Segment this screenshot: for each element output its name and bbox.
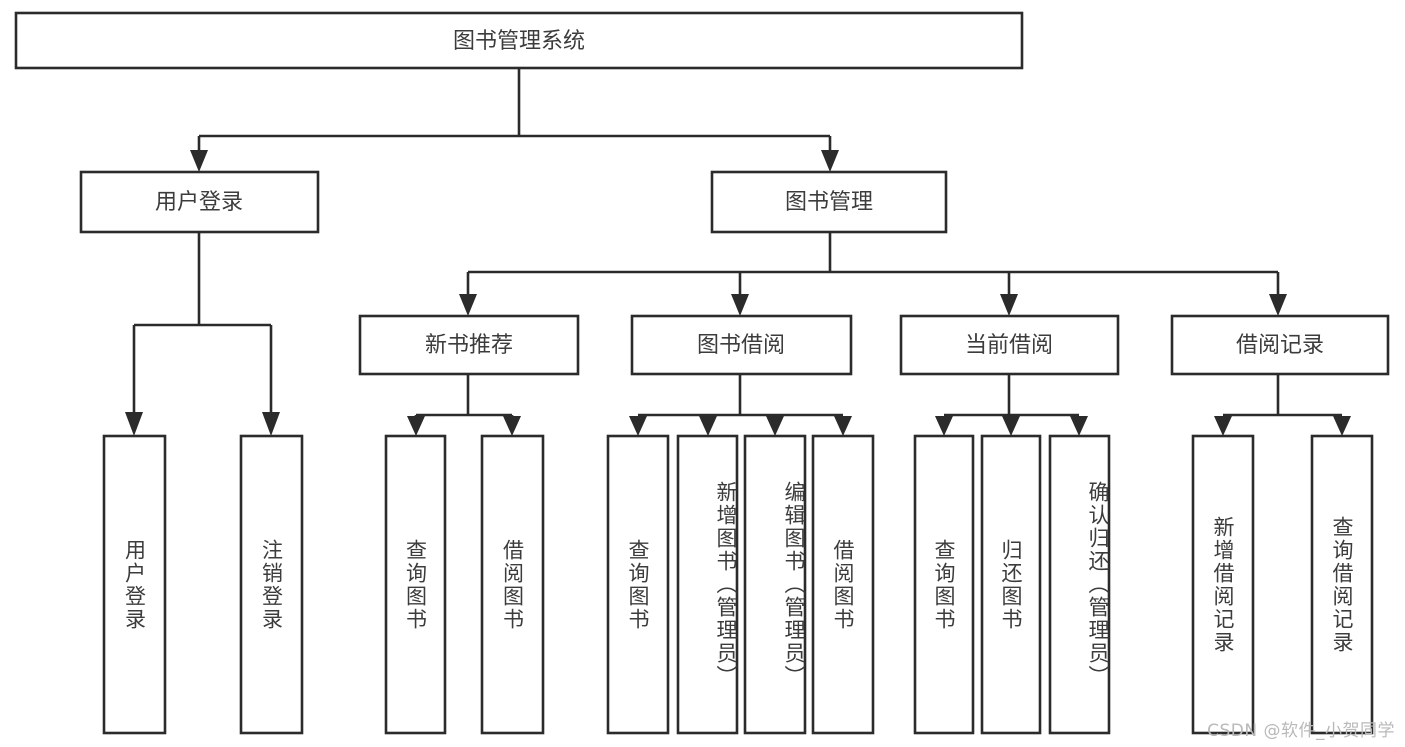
node-book-borrow[interactable]: 图书借阅 bbox=[630, 314, 853, 376]
node-new-book-recommend[interactable]: 新书推荐 bbox=[358, 314, 580, 376]
node-leaf-user-login-box[interactable] bbox=[102, 434, 167, 735]
node-root-label: 图书管理系统 bbox=[453, 29, 585, 54]
node-leaf-user-logout-box[interactable] bbox=[239, 434, 304, 735]
node-leaf-query-book-3-box[interactable] bbox=[913, 434, 975, 735]
arrow-head-borrow-record bbox=[1269, 294, 1287, 316]
arrow-head-leaf-query-book-3 bbox=[935, 416, 953, 436]
node-root[interactable]: 图书管理系统 bbox=[14, 11, 1024, 70]
node-book-borrow-box[interactable] bbox=[630, 314, 853, 376]
node-current-borrow[interactable]: 当前借阅 bbox=[899, 314, 1120, 376]
node-leaf-add-record-box[interactable] bbox=[1191, 434, 1255, 735]
node-user-login[interactable]: 用户登录 bbox=[79, 170, 320, 234]
arrow-head-leaf-add-book bbox=[699, 416, 717, 436]
node-leaf-edit-book-box[interactable] bbox=[743, 434, 807, 735]
node-book-borrow-label: 图书借阅 bbox=[697, 333, 785, 358]
node-leaf-borrow-book-2-box[interactable] bbox=[811, 434, 875, 735]
node-book-manage-label: 图书管理 bbox=[785, 190, 873, 215]
arrow-head-book-manage bbox=[821, 150, 839, 172]
arrow-head-leaf-return-book bbox=[1002, 416, 1020, 436]
node-leaf-confirm-return-box[interactable] bbox=[1048, 434, 1111, 735]
node-leaf-add-book-box[interactable] bbox=[676, 434, 739, 735]
arrow-head-leaf-query-book-1 bbox=[407, 416, 425, 436]
arrow-head-leaf-borrow-book-1 bbox=[503, 416, 521, 436]
node-leaf-query-book-1-box[interactable] bbox=[384, 434, 447, 735]
arrow-head-leaf-confirm-return bbox=[1070, 416, 1088, 436]
node-user-login-box[interactable] bbox=[79, 170, 320, 234]
arrow-head-book-borrow bbox=[731, 294, 749, 316]
node-borrow-record-box[interactable] bbox=[1170, 314, 1390, 376]
node-new-book-recommend-box[interactable] bbox=[358, 314, 580, 376]
node-book-manage-box[interactable] bbox=[710, 170, 948, 234]
arrow-head-leaf-user-logout bbox=[262, 412, 280, 436]
node-current-borrow-label: 当前借阅 bbox=[965, 333, 1053, 358]
arrow-head-leaf-user-login bbox=[125, 412, 143, 436]
arrow-head-new-book-recommend bbox=[459, 294, 477, 316]
watermark-text: CSDN @软件_小贺同学 bbox=[1207, 721, 1395, 741]
node-leaf-query-record-box[interactable] bbox=[1310, 434, 1374, 735]
arrow-head-leaf-add-record bbox=[1214, 416, 1232, 436]
node-borrow-record-label: 借阅记录 bbox=[1236, 333, 1324, 358]
arrow-head-leaf-edit-book bbox=[766, 416, 784, 436]
node-current-borrow-box[interactable] bbox=[899, 314, 1120, 376]
arrow-head-current-borrow bbox=[1000, 294, 1018, 316]
arrow-head-leaf-borrow-book-2 bbox=[834, 416, 852, 436]
connector-layer bbox=[125, 68, 1351, 436]
node-borrow-record[interactable]: 借阅记录 bbox=[1170, 314, 1390, 376]
node-user-login-label: 用户登录 bbox=[155, 190, 243, 215]
node-book-manage[interactable]: 图书管理 bbox=[710, 170, 948, 234]
node-new-book-recommend-label: 新书推荐 bbox=[425, 333, 513, 358]
node-leaf-borrow-book-1-box[interactable] bbox=[480, 434, 545, 735]
node-leaf-query-book-2-box[interactable] bbox=[606, 434, 670, 735]
arrow-head-leaf-query-record bbox=[1333, 416, 1351, 436]
arrow-head-user-login bbox=[190, 150, 208, 172]
arrow-head-leaf-query-book-2 bbox=[629, 416, 647, 436]
node-leaf-return-book-box[interactable] bbox=[980, 434, 1042, 735]
leaf-box-layer bbox=[102, 434, 1374, 735]
node-root-box[interactable] bbox=[14, 11, 1024, 70]
